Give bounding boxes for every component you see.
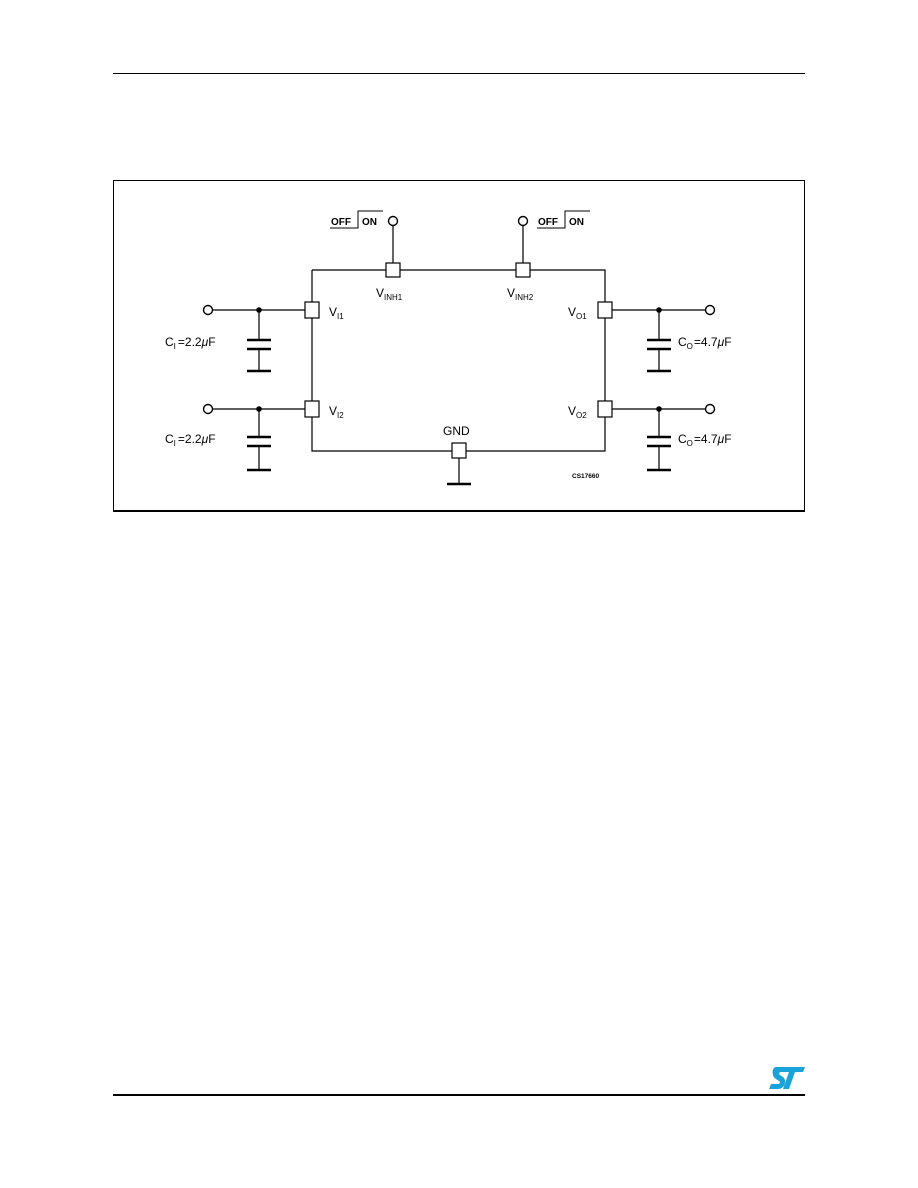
terminal-vi1 — [202, 304, 214, 316]
header-rule — [113, 73, 805, 74]
side-wires — [311, 270, 606, 452]
cap-co1-plates — [647, 338, 671, 373]
label-co-bottom: CO=4.7μF — [678, 432, 732, 448]
circuit-diagram: OFF ON OFF ON VINH1 VINH2 VI1 VI2 VO1 VO… — [165, 210, 732, 486]
cap-co2-plates — [647, 435, 671, 472]
terminal-vo2 — [704, 403, 716, 415]
label-vinh2: VINH2 — [507, 286, 534, 302]
top-wire — [312, 269, 606, 302]
pin-vi1 — [304, 301, 320, 319]
circuit-figure: OFF ON OFF ON VINH1 VINH2 VI1 VI2 VO1 VO… — [113, 180, 805, 512]
label-vi1: VI1 — [329, 305, 344, 321]
terminal-inh1 — [387, 215, 399, 227]
cap-ci1-plates — [247, 338, 271, 373]
junction-dot — [656, 406, 662, 412]
pin-gnd — [451, 442, 467, 459]
st-logo — [769, 1067, 805, 1089]
pin-vi2 — [304, 400, 320, 418]
cap-ci2-plates — [247, 435, 271, 472]
footer-rule — [113, 1094, 805, 1096]
label-ci-top: CI=2.2μF — [165, 335, 216, 351]
terminal-vi2 — [202, 403, 214, 415]
switch-off-label-1: OFF — [331, 217, 351, 228]
label-co-top: CO=4.7μF — [678, 335, 732, 351]
pin-vo1 — [597, 301, 613, 319]
junction-dot — [656, 307, 662, 313]
switch-waveform-2 — [537, 210, 590, 229]
st-logo-shape — [769, 1067, 805, 1089]
figure-code: CS17660 — [572, 473, 599, 480]
pin-vo2 — [597, 400, 613, 418]
label-vo2: VO2 — [568, 404, 587, 420]
label-ci-bottom: CI=2.2μF — [165, 432, 216, 448]
switch-on-label-1: ON — [362, 217, 377, 228]
junction-dot — [256, 307, 262, 313]
pin-vinh1 — [385, 262, 401, 278]
label-vo1: VO1 — [568, 305, 587, 321]
junction-dot — [256, 406, 262, 412]
label-gnd: GND — [443, 424, 470, 438]
switch-off-label-2: OFF — [538, 217, 558, 228]
switch-on-label-2: ON — [569, 217, 584, 228]
terminal-vo1 — [704, 304, 716, 316]
terminal-inh2 — [517, 215, 529, 227]
label-vinh1: VINH1 — [376, 286, 403, 302]
switch-waveform-1 — [330, 210, 383, 229]
pin-vinh2 — [515, 262, 531, 278]
label-vi2: VI2 — [329, 404, 344, 420]
